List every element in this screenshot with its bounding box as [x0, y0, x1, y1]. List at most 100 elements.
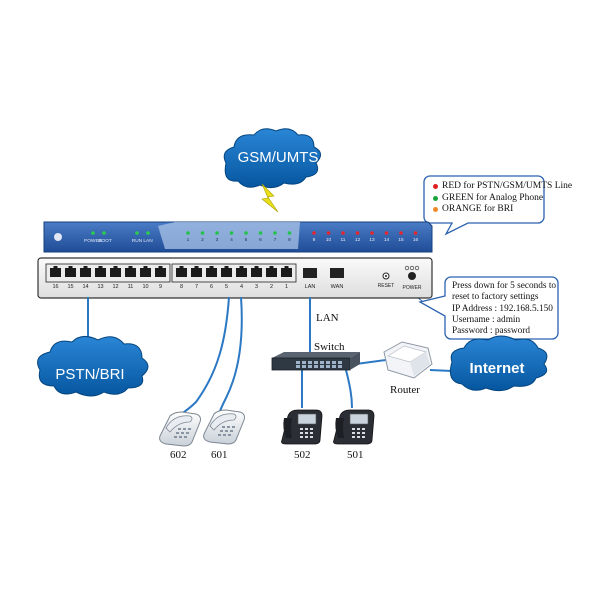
port-number: 14 [82, 284, 89, 290]
reset-info-line: IP Address : 192.168.5.150 [452, 303, 553, 314]
lan-cable-label: LAN [316, 312, 339, 324]
switch-label: Switch [314, 341, 345, 353]
led-number: 14 [383, 238, 390, 243]
red-led [384, 231, 389, 235]
red-led [355, 231, 360, 235]
rj11-port-tab [53, 266, 58, 268]
device-front-panel [37, 257, 433, 299]
internet-cloud [449, 335, 548, 392]
red-led [312, 231, 316, 235]
green-led [229, 231, 234, 235]
gsm-umts-label: GSM/UMTS [237, 149, 319, 166]
led-number: 10 [325, 238, 332, 243]
orange-dot-icon [433, 207, 438, 213]
gsm-umts-cloud [223, 128, 321, 189]
rj11-ports [50, 266, 292, 277]
phone-502-label: 502 [294, 449, 311, 461]
led-number: 16 [412, 238, 419, 243]
rj11-port [65, 268, 76, 277]
port-number: 6 [209, 284, 214, 290]
rj11-port [50, 268, 61, 277]
led-number: 7 [273, 238, 277, 243]
red-led [326, 231, 331, 235]
rj11-port [206, 268, 217, 277]
rj11-port-tab [254, 266, 259, 268]
led-number: 15 [398, 238, 404, 243]
phone-602-label: 602 [170, 449, 187, 461]
rj11-port-tab [194, 266, 199, 268]
pstn-bri-cloud [37, 336, 149, 397]
rj11-port [80, 268, 91, 277]
rj11-port [236, 268, 247, 277]
port-number: 12 [112, 284, 119, 290]
rj11-port-tab [113, 266, 118, 268]
port-number: 7 [194, 284, 199, 290]
phone-501-label: 501 [347, 449, 364, 461]
port-number: 9 [158, 284, 163, 290]
analog-phone-601-icon [203, 409, 245, 445]
green-led [258, 231, 263, 235]
green-led [273, 231, 277, 235]
analog-phone-602-icon [159, 411, 201, 447]
led-number: 8 [288, 238, 291, 243]
power-jack-icon [408, 272, 416, 280]
rj11-port-tab [143, 266, 148, 268]
led-number: 9 [312, 238, 316, 243]
red-led [370, 231, 374, 235]
router-icon [383, 341, 433, 379]
rj11-port-tab [269, 266, 274, 268]
rj11-port-tab [83, 266, 88, 268]
red-led [399, 231, 403, 235]
rj11-port [191, 268, 202, 277]
led-label-run: RUN [131, 239, 143, 244]
reset-info-line: Press down for 5 seconds to [452, 281, 557, 291]
red-led [341, 231, 345, 235]
led-label-lan: LAN [143, 239, 153, 244]
rj11-port-tab [224, 266, 229, 268]
led-label-boot: BOOT [98, 239, 112, 244]
rj11-port-tab [98, 266, 103, 268]
analog-phone-601-cable [218, 296, 243, 415]
phone-601-label: 601 [211, 449, 228, 461]
rj11-port [110, 268, 121, 277]
port-number: 10 [142, 284, 149, 290]
internet-label: Internet [469, 360, 525, 377]
reset-info-bubble [418, 276, 559, 340]
router-label: Router [390, 384, 420, 396]
port-number: 13 [97, 284, 104, 290]
led-number: 11 [340, 238, 346, 243]
router-internet-cable [429, 369, 453, 372]
port-number: 5 [224, 284, 229, 290]
legend-item-label: ORANGE for BRI [442, 204, 514, 214]
rj11-port-tab [284, 266, 289, 268]
led-label-power: POWER [84, 239, 103, 244]
green-port-leds [186, 231, 292, 235]
rj11-port [281, 268, 292, 277]
port-number: 1 [284, 284, 289, 290]
legend-item-label: GREEN for Analog Phone [442, 192, 544, 203]
reset-info: Press down for 5 seconds to reset to fac… [452, 281, 556, 337]
lan-port [303, 268, 317, 278]
analog-phone-602-cable [175, 296, 230, 419]
green-led [186, 231, 190, 235]
led-number: 4 [230, 238, 233, 243]
rj11-port-tab [179, 266, 184, 268]
rj11-port-tab [68, 266, 73, 268]
rj11-port [176, 268, 187, 277]
ip-phone-501-cable [345, 369, 353, 409]
green-led [215, 231, 219, 235]
rj11-port [155, 268, 166, 277]
power-label: POWER [402, 285, 422, 291]
rj11-port [140, 268, 151, 277]
led-number: 13 [369, 238, 375, 243]
wan-port-label: WAN [330, 284, 344, 290]
lan-port-label: LAN [304, 284, 316, 290]
reset-info-line: reset to factory settings [452, 292, 539, 303]
rj11-port-tab [158, 266, 163, 268]
pstn-bri-label: PSTN/BRI [55, 366, 125, 383]
rj11-port [95, 268, 106, 277]
network-switch-icon [271, 352, 360, 371]
green-led [200, 231, 205, 235]
rj11-port-tab [239, 266, 244, 268]
rj11-port [266, 268, 277, 277]
